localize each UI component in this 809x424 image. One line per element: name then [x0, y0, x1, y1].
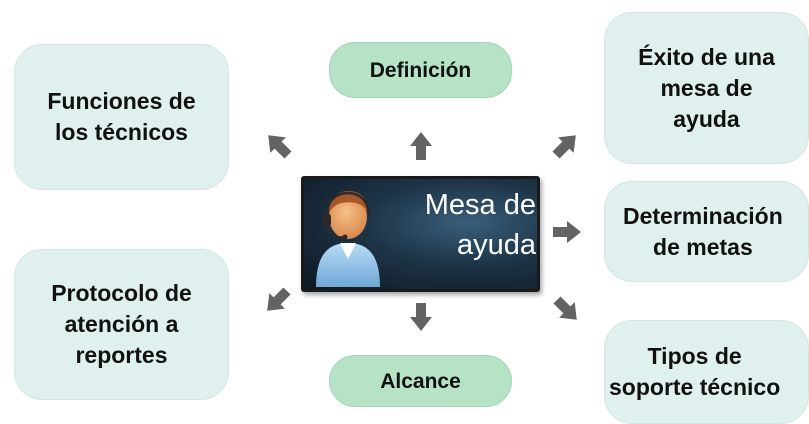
arrow-to-tipos	[549, 292, 585, 328]
node-alcance: Alcance	[329, 355, 512, 407]
node-determinacion-de-metas: Determinación de metas	[604, 181, 809, 282]
arrow-to-definicion	[410, 132, 432, 160]
node-funciones-de-los-tecnicos: Funciones de los técnicos	[14, 44, 229, 190]
center-title: Mesa de ayuda	[424, 189, 536, 261]
support-agent-icon	[316, 191, 380, 287]
node-definicion: Definición	[329, 42, 512, 98]
arrow-to-determinacion	[553, 221, 581, 243]
arrow-to-alcance	[410, 303, 432, 331]
arrow-to-protocolo	[259, 283, 295, 319]
node-exito-de-una-mesa-de-ayuda: Éxito de una mesa de ayuda	[604, 12, 809, 164]
node-protocolo-de-atencion: Protocolo de atención a reportes	[14, 249, 229, 400]
arrow-to-exito	[548, 127, 584, 163]
center-node-mesa-de-ayuda: Mesa de ayuda	[301, 176, 540, 292]
arrow-to-funciones	[260, 127, 296, 163]
node-tipos-de-soporte-tecnico: Tipos de soporte técnico	[604, 320, 809, 424]
